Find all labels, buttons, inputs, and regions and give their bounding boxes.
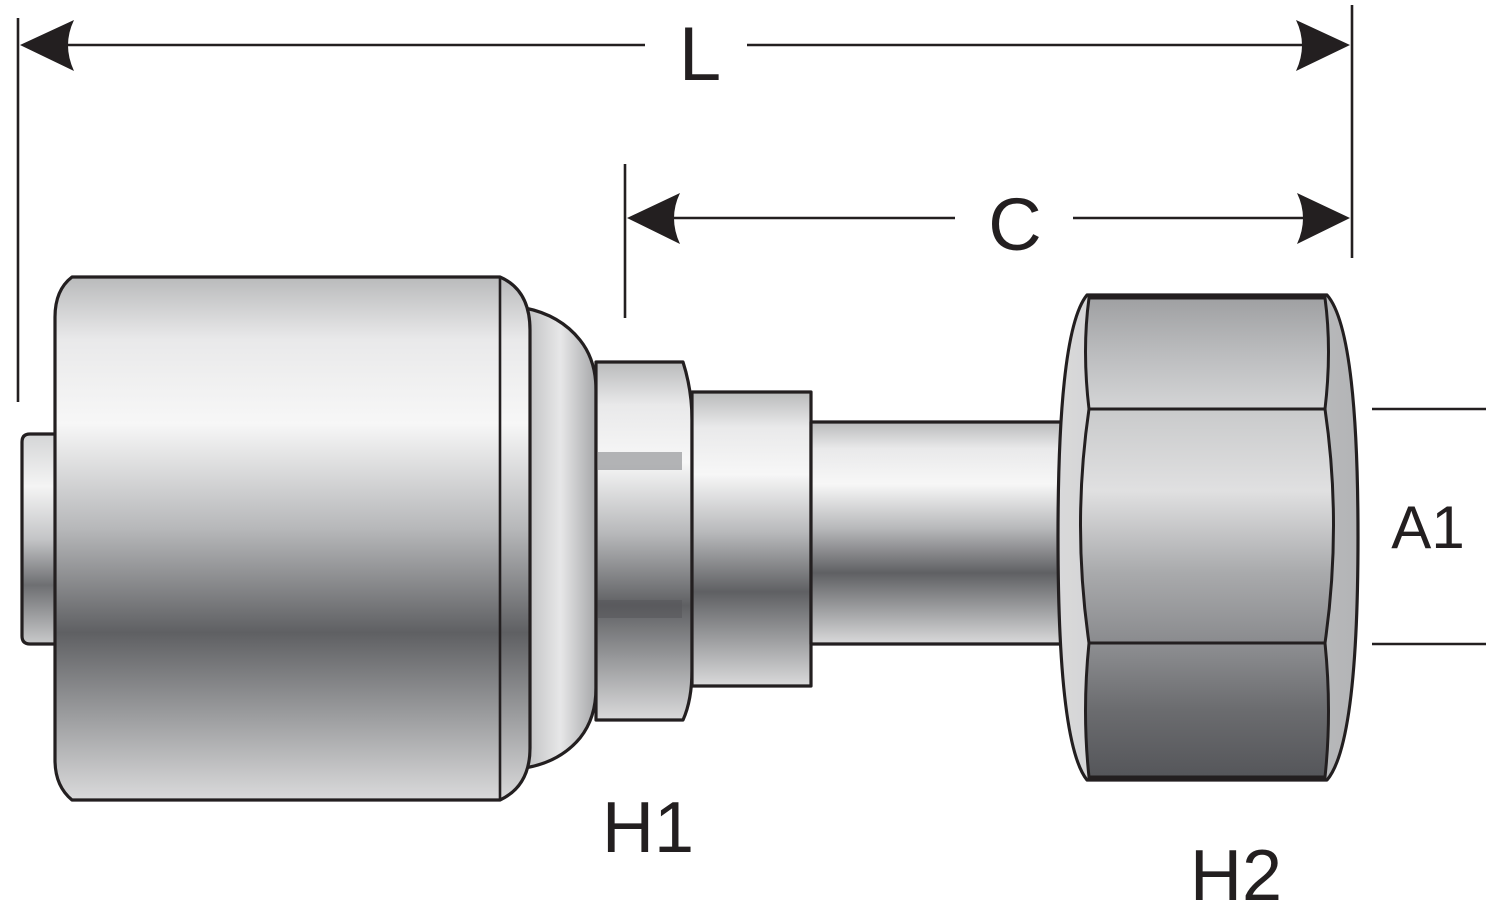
dimension-c: C: [623, 164, 1350, 318]
dimension-label-c: C: [988, 183, 1041, 266]
hex-h1-body: [594, 360, 694, 722]
tube: [809, 420, 1063, 646]
arrowhead-right-icon: [1297, 193, 1350, 244]
hex-nut-h2-flat-top: [1084, 296, 1330, 411]
hex-h1-facet-lower: [598, 600, 682, 618]
hex-nut-h2: [1056, 293, 1360, 782]
hex-h1-facet-upper: [598, 452, 682, 470]
fitting-body: [20, 275, 1360, 802]
dimension-label-a1: A1: [1391, 494, 1464, 561]
label-h2: H2: [1190, 836, 1282, 916]
arrowhead-left-icon: [20, 20, 74, 71]
arrowhead-right-icon: [1296, 20, 1350, 71]
ferrule-sleeve: [53, 275, 532, 802]
arrowhead-left-icon: [627, 193, 680, 244]
insert-stub: [20, 432, 64, 646]
hex-nut-h2-flat-middle: [1079, 407, 1335, 645]
ferrule-shoulder: [523, 306, 598, 770]
dimension-label-l: L: [679, 12, 721, 97]
dimension-a1: A1: [1372, 407, 1486, 646]
label-h1: H1: [602, 788, 694, 868]
hex-h1: [594, 360, 694, 722]
hex-nut-h2-flat-bottom: [1084, 641, 1330, 779]
dimension-l: L: [16, 5, 1354, 402]
collar: [690, 390, 813, 688]
